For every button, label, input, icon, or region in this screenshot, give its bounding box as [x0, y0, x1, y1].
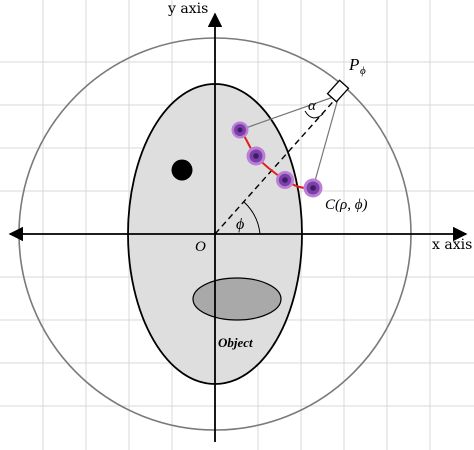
source-label: P: [348, 55, 359, 74]
source-subscript: ϕ: [360, 65, 366, 77]
object-label: Object: [218, 335, 253, 350]
inner-ellipse: [192, 277, 282, 321]
alpha-arc: [304, 110, 324, 119]
origin-label: O: [195, 239, 206, 255]
ray-central-dashed: [214, 94, 340, 235]
curve-blob-4: [303, 178, 323, 198]
phi-arc: [243, 201, 261, 235]
x-axis-label: x axis: [432, 237, 472, 253]
black-dot: [171, 159, 193, 181]
curve-blob-1: [231, 121, 249, 139]
red-curve: [239, 129, 314, 190]
curve-blob-3: [276, 171, 294, 189]
ray-upper: [239, 94, 340, 131]
source-box: [326, 79, 350, 103]
ray-lower: [312, 94, 340, 189]
curve-blob-2: [246, 146, 266, 166]
y-axis-label: y axis: [167, 1, 208, 17]
alpha-label: α: [308, 98, 317, 114]
phi-label: ϕ: [236, 216, 244, 233]
curve-label: C(ρ, ϕ): [325, 197, 367, 213]
